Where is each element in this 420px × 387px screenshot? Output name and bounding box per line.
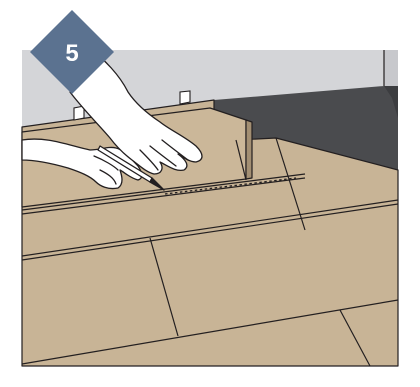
step-number: 5 [65, 40, 78, 67]
